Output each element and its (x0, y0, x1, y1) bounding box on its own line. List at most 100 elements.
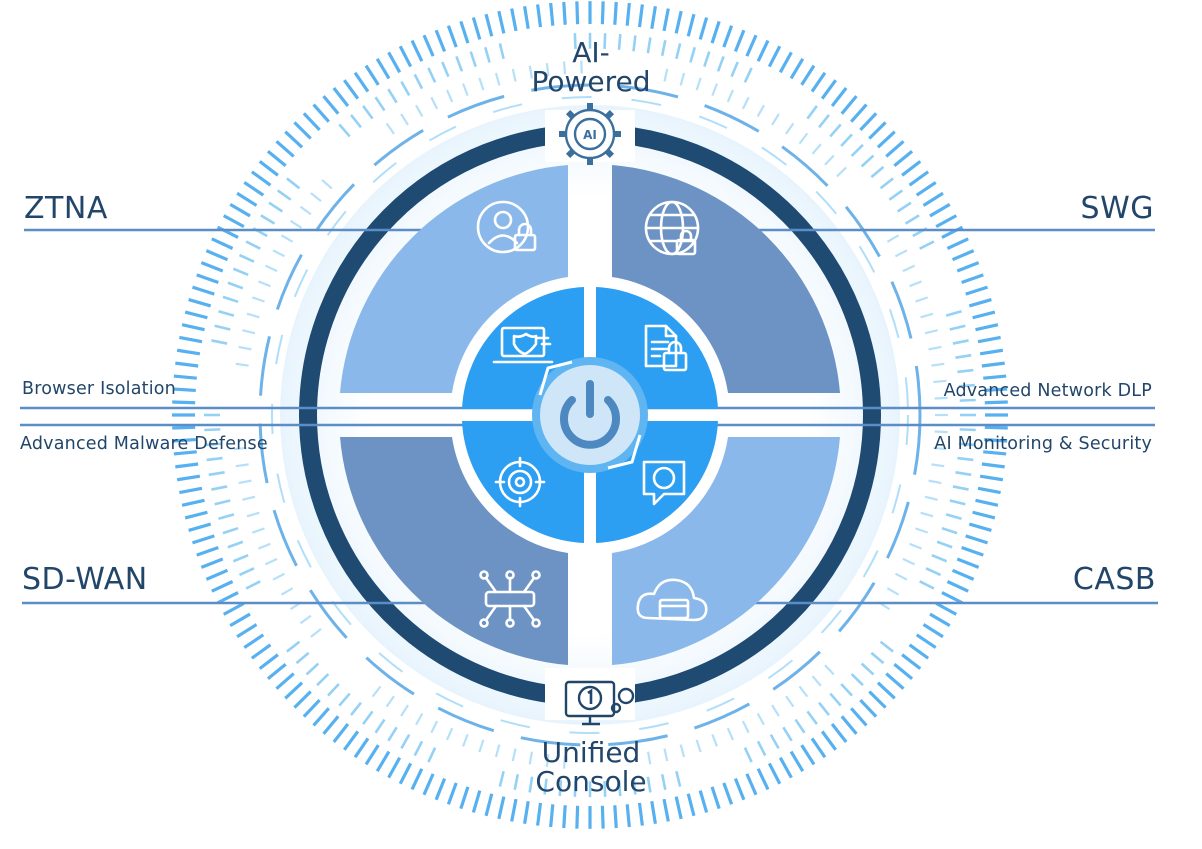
quadrant-casb (612, 437, 840, 665)
decor-tick (650, 6, 657, 30)
decor-tick (462, 83, 469, 97)
decor-tick (617, 33, 622, 50)
decor-tick (743, 747, 753, 763)
decor-tick (662, 798, 670, 822)
decor-tick (968, 522, 992, 532)
label-swg: SWG (1080, 191, 1154, 226)
decor-tick (941, 225, 964, 239)
decor-tick (945, 513, 962, 520)
decor-tick (830, 87, 848, 107)
decor-tick (733, 29, 746, 53)
decor-tick (375, 57, 391, 80)
decor-tick (478, 77, 485, 91)
decor-tick (675, 43, 682, 60)
decor-tick (798, 132, 809, 145)
decor-tick (836, 166, 847, 178)
decor-tick (984, 387, 1008, 393)
decor-tick (498, 43, 505, 60)
decor-tick (894, 572, 908, 581)
decor-tick (498, 770, 505, 787)
decor-tick (398, 762, 413, 785)
decor-tick (710, 786, 721, 810)
laptop-shield-icon (492, 326, 554, 364)
decor-tick (928, 479, 942, 485)
decor-tick (211, 339, 228, 345)
decor-tick (972, 310, 996, 320)
decor-tick (909, 280, 922, 288)
decor-tick (929, 612, 951, 628)
power-icon (560, 380, 620, 449)
decor-tick (446, 727, 454, 741)
decor-tick (961, 273, 984, 285)
decor-tick (536, 802, 543, 826)
decor-tick (286, 177, 301, 190)
decor-tick (885, 140, 905, 158)
decor-tick (227, 540, 244, 549)
decor-tick (258, 160, 279, 177)
decor-tick (600, 1, 605, 25)
decor-tick (258, 653, 279, 670)
decor-tick (955, 471, 972, 477)
decor-tick (952, 339, 969, 345)
decor-tick (211, 485, 228, 491)
decor-tick (332, 87, 350, 107)
ai-chat-icon (642, 460, 686, 506)
decor-tick (924, 495, 938, 501)
decor-tick (200, 557, 224, 569)
decor-tick (295, 651, 310, 665)
decor-tick (888, 189, 904, 201)
decor-tick (920, 312, 934, 319)
decor-tick (338, 692, 351, 707)
decor-tick (632, 778, 637, 795)
decor-tick (674, 10, 683, 34)
decor-tick (371, 685, 382, 698)
decor-tick (410, 39, 424, 62)
decor-tick (387, 726, 398, 742)
decor-tick (398, 45, 413, 68)
decor-tick (840, 683, 853, 697)
decor-tick (840, 133, 853, 147)
globe-lock-icon (644, 200, 700, 256)
decor-tick (415, 104, 424, 118)
decor-tick (646, 776, 652, 793)
decor-tick (956, 557, 980, 569)
decor-tick (214, 499, 231, 506)
decor-tick (951, 568, 975, 581)
decor-tick (188, 522, 212, 532)
ai-gear-icon: AI (559, 103, 621, 165)
decor-tick (268, 201, 284, 213)
decor-tick (211, 580, 234, 593)
decor-tick (299, 205, 312, 216)
decor-tick (868, 690, 887, 709)
decor-tick (446, 89, 454, 103)
decor-tick (885, 672, 905, 690)
decor-tick (625, 2, 631, 26)
decor-tick (343, 79, 360, 100)
decor-tick (558, 780, 563, 797)
label-unified-console: Unified Console (481, 738, 701, 796)
decor-tick (771, 113, 780, 126)
decor-tick (722, 782, 734, 805)
decor-tick (494, 744, 501, 758)
decor-tick (794, 718, 806, 734)
decor-tick (322, 715, 340, 735)
decor-tick (284, 681, 304, 700)
decor-tick (511, 748, 517, 762)
decor-tick (945, 310, 962, 317)
decor-tick (632, 35, 637, 52)
decor-tick (322, 95, 340, 115)
decor-tick (258, 542, 271, 550)
decor-tick (689, 46, 697, 63)
decor-tick (459, 786, 470, 810)
quadrant-swg (612, 165, 840, 393)
decor-tick (946, 580, 969, 593)
decor-tick (310, 192, 322, 202)
decor-tick (233, 446, 247, 451)
decor-tick (679, 72, 686, 86)
decor-tick (218, 513, 235, 520)
decor-tick (528, 751, 534, 765)
decor-tick (928, 345, 942, 351)
decor-tick (859, 112, 878, 132)
decor-tick (915, 296, 929, 303)
decor-tick (250, 643, 272, 660)
